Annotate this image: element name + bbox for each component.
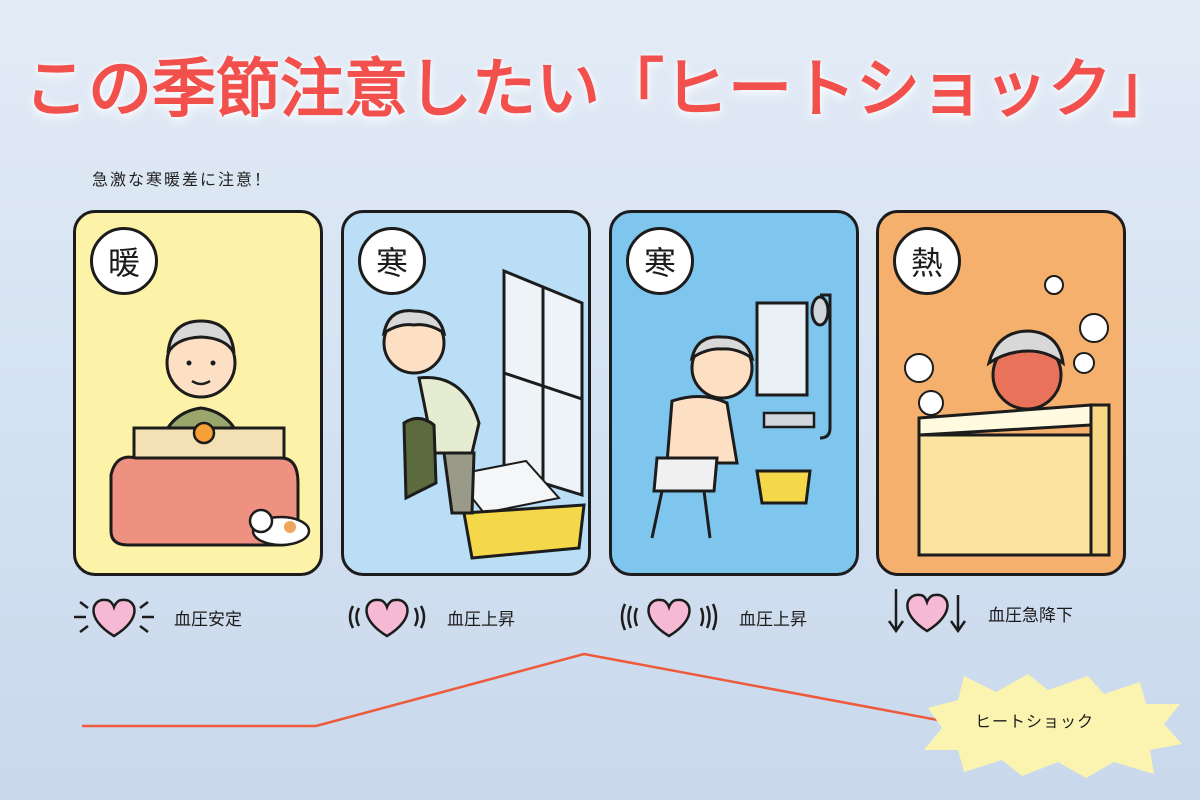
badge-hot: 熱 bbox=[893, 227, 961, 295]
bp-status-warm: 血圧安定 bbox=[174, 609, 242, 630]
bp-indicator-warm: 血圧安定 bbox=[72, 592, 242, 642]
panel-warm: 暖 bbox=[73, 210, 323, 576]
bp-status-cold-1: 血圧上昇 bbox=[447, 609, 515, 630]
warm-room-illustration bbox=[109, 319, 311, 547]
bp-status-hot: 血圧急降下 bbox=[988, 605, 1073, 626]
heart-falling-icon bbox=[887, 589, 967, 634]
badge-cold-1: 寒 bbox=[358, 227, 426, 295]
heat-shock-burst-icon bbox=[924, 674, 1182, 778]
bp-indicator-cold-2: 血圧上昇 bbox=[619, 592, 807, 642]
badge-warm: 暖 bbox=[90, 227, 158, 295]
panel-cold-bathroom: 寒 bbox=[609, 210, 859, 576]
page-title: この季節注意したい「ヒートショック」 bbox=[24, 53, 1176, 127]
hot-bath-illustration bbox=[904, 275, 1111, 557]
panel-cold-changing-room: 寒 bbox=[341, 210, 591, 576]
heat-shock-label: ヒートショック bbox=[975, 712, 1095, 731]
subtitle: 急激な寒暖差に注意！ bbox=[92, 170, 273, 189]
heart-steady-icon bbox=[74, 598, 154, 638]
bp-indicator-cold-1: 血圧上昇 bbox=[345, 592, 515, 642]
badge-cold-2: 寒 bbox=[626, 227, 694, 295]
panel-hot-bath: 熱 bbox=[876, 210, 1126, 576]
heart-vibrating-icon bbox=[348, 598, 426, 638]
changing-room-illustration bbox=[381, 268, 586, 560]
bathroom-illustration bbox=[650, 293, 832, 539]
bp-status-cold-2: 血圧上昇 bbox=[739, 609, 807, 630]
bp-indicator-hot: 血圧急降下 bbox=[884, 588, 1073, 638]
heart-vibrating-strong-icon bbox=[620, 598, 718, 638]
